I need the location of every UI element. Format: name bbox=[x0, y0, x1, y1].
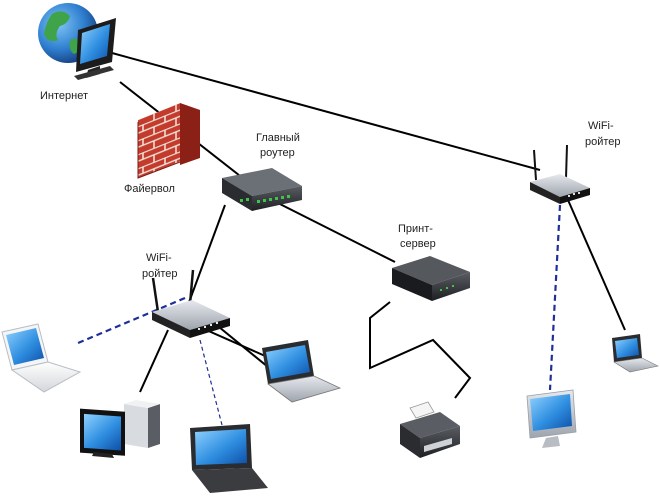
wifi-router-icon bbox=[530, 144, 590, 204]
desktop-pc-node bbox=[80, 400, 160, 458]
label-wifi-router-left-1: WiFi- bbox=[146, 252, 172, 264]
printer-icon bbox=[400, 401, 460, 458]
netbook-icon bbox=[190, 424, 268, 493]
globe-monitor-icon bbox=[38, 3, 116, 80]
link-wifi-right-laptop-small bbox=[567, 199, 626, 331]
laptop-icon bbox=[1, 323, 82, 393]
imac-node bbox=[526, 389, 577, 448]
wireless-wifi-right-imac bbox=[548, 204, 562, 391]
link-internet-wifi-right bbox=[111, 52, 541, 171]
firewall-node: Файервол bbox=[124, 103, 200, 195]
internet-node: Интернет bbox=[38, 3, 116, 102]
brick-wall-icon bbox=[137, 103, 200, 179]
print-server-icon bbox=[392, 256, 470, 301]
label-print-server-1: Принт- bbox=[398, 223, 433, 235]
label-wifi-router-right-1: WiFi- bbox=[588, 120, 614, 132]
printer-node bbox=[400, 401, 460, 458]
main-router-node: Главный роутер bbox=[222, 132, 302, 211]
all-in-one-pc-icon bbox=[526, 389, 577, 448]
wifi-router-left-node: WiFi- ройтер bbox=[142, 252, 230, 338]
wifi-router-right-node: WiFi- ройтер bbox=[530, 120, 621, 204]
tablet-node bbox=[190, 424, 268, 493]
label-print-server-2: сервер bbox=[400, 238, 436, 250]
label-firewall: Файервол bbox=[124, 183, 175, 195]
link-main-router-print-server bbox=[261, 194, 396, 263]
link-print-server-printer bbox=[369, 301, 472, 399]
link-wifi-left-desktop bbox=[139, 329, 169, 393]
laptop-icon bbox=[612, 334, 659, 373]
laptop-small-node bbox=[612, 334, 659, 373]
label-main-router-2: роутер bbox=[260, 147, 295, 159]
label-main-router-1: Главный bbox=[256, 132, 300, 144]
wireless-wifi-left-tablet bbox=[199, 339, 223, 426]
print-server-node: Принт- сервер bbox=[392, 223, 470, 301]
label-wifi-router-right-2: ройтер bbox=[585, 136, 621, 148]
network-switch-icon bbox=[222, 168, 302, 211]
links bbox=[77, 52, 626, 426]
desktop-pc-icon bbox=[80, 400, 160, 458]
laptop-white-node bbox=[1, 323, 82, 393]
link-main-router-wifi-left bbox=[187, 204, 226, 306]
wifi-router-icon bbox=[151, 269, 230, 338]
label-internet: Интернет bbox=[40, 90, 88, 102]
laptop-icon bbox=[262, 340, 342, 403]
label-wifi-router-left-2: ройтер bbox=[142, 268, 178, 280]
laptop-center-node bbox=[262, 340, 342, 403]
